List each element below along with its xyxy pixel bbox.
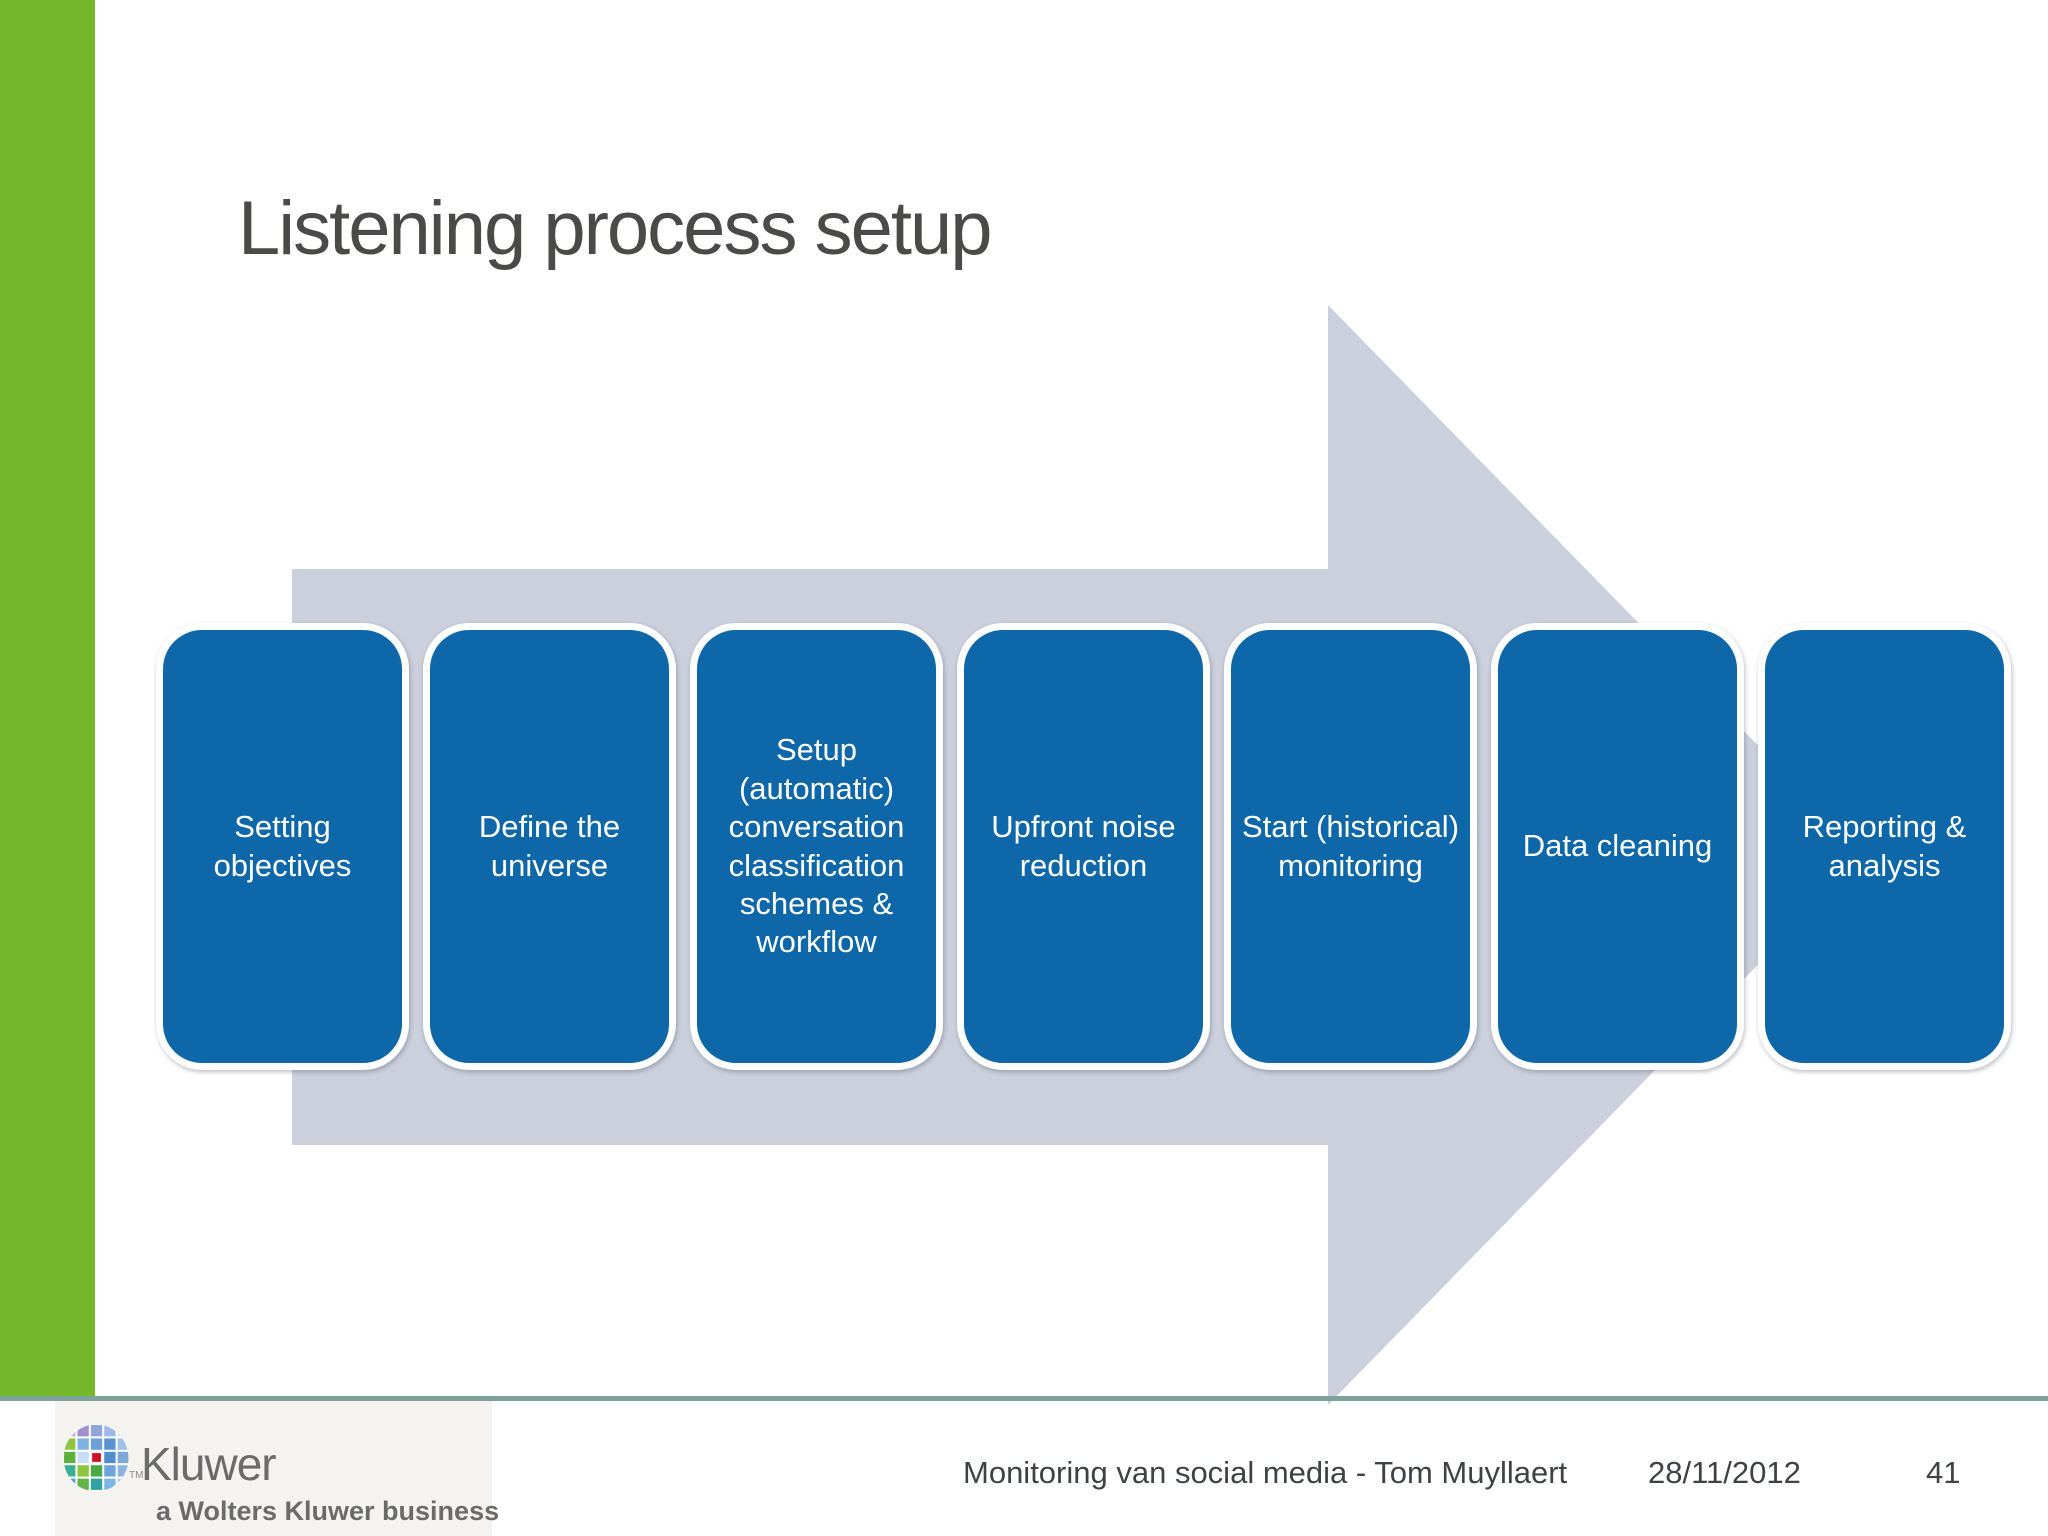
process-step-7: Reporting & analysis: [1758, 623, 2011, 1070]
page-title: Listening process setup: [238, 185, 992, 271]
process-steps-row: Setting objectives Define the universe S…: [156, 623, 2011, 1070]
logo-name: Kluwer: [141, 1438, 277, 1490]
process-step-1: Setting objectives: [156, 623, 409, 1070]
process-step-label: Start (historical) monitoring: [1241, 809, 1460, 883]
process-step-3: Setup (automatic) conversation classific…: [690, 623, 943, 1070]
process-step-6: Data cleaning: [1491, 623, 1744, 1070]
process-step-label: Setup (automatic) conversation classific…: [728, 732, 905, 960]
process-step-5: Start (historical) monitoring: [1224, 623, 1477, 1070]
process-step-label: Define the universe: [478, 809, 621, 883]
footer-date: 28/11/2012: [1648, 1455, 1801, 1490]
footer-divider-line: [0, 1396, 2048, 1401]
process-step-4: Upfront noise reduction: [957, 623, 1210, 1070]
process-step-label: Upfront noise reduction: [991, 809, 1176, 883]
process-step-2: Define the universe: [423, 623, 676, 1070]
process-step-label: Setting objectives: [213, 809, 352, 883]
footer-page-number: 41: [1926, 1455, 1961, 1490]
logo-tagline: a Wolters Kluwer business: [156, 1496, 500, 1526]
kluwer-logo-ball-icon: [63, 1424, 129, 1492]
green-accent-bar: [0, 0, 95, 1396]
process-step-label: Reporting & analysis: [1802, 809, 1967, 883]
logo-backdrop: [55, 1401, 492, 1536]
process-step-label: Data cleaning: [1522, 828, 1713, 864]
logo-trademark: TM: [129, 1470, 144, 1481]
footer-credit: Monitoring van social media - Tom Muylla…: [963, 1455, 1568, 1490]
